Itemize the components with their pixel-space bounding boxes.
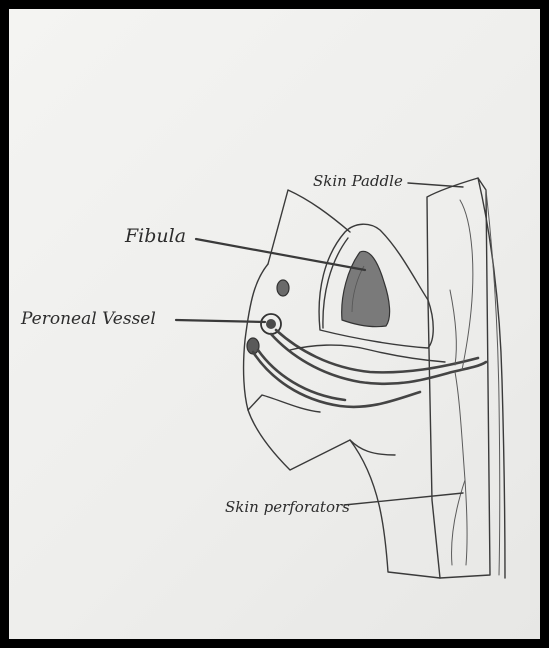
skin-paddle [427,178,505,578]
peroneal-vessels [247,280,289,354]
leader-lines [176,183,463,505]
label-skin-perforators: Skin perforators [225,498,350,516]
label-skin-paddle: Skin Paddle [313,172,403,190]
fibula-bone [319,224,433,348]
label-fibula: Fibula [124,225,186,247]
label-peroneal-vessel: Peroneal Vessel [20,309,156,329]
